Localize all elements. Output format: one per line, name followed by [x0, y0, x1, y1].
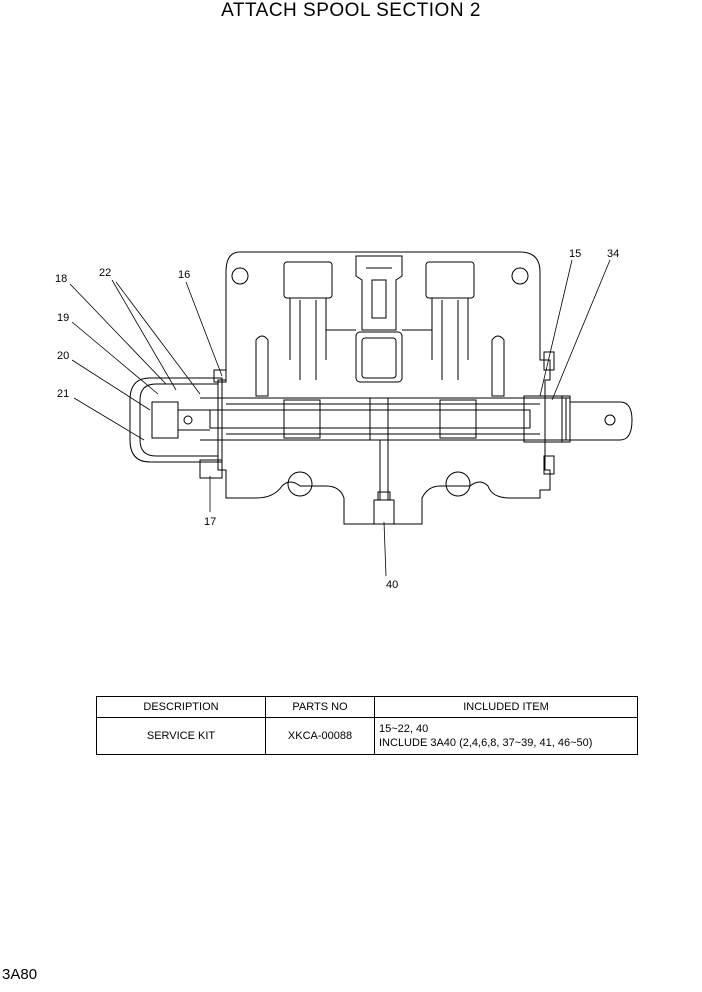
included-line-2: INCLUDE 3A40 (2,4,6,8, 37~39, 41, 46~50): [379, 737, 593, 749]
header-included-item: INCLUDED ITEM: [374, 696, 638, 718]
top-left-cavity: [283, 261, 333, 299]
table-row: SERVICE KIT XKCA-00088 15~22, 40 INCLUDE…: [96, 717, 638, 755]
right-slot: [491, 335, 505, 397]
header-parts-no: PARTS NO: [265, 696, 375, 718]
top-right-cavity: [425, 261, 475, 299]
left-slot: [255, 335, 269, 397]
cell-description: SERVICE KIT: [96, 717, 266, 755]
callout-20: 20: [57, 350, 69, 362]
callout-17: 17: [204, 516, 216, 528]
bottom-right-hole: [445, 471, 471, 497]
cell-included-item: 15~22, 40 INCLUDE 3A40 (2,4,6,8, 37~39, …: [374, 717, 638, 755]
page-title: ATTACH SPOOL SECTION 2: [221, 0, 481, 21]
center-plug: [355, 255, 403, 331]
drain-plug: [373, 499, 395, 525]
callout-40: 40: [386, 579, 398, 591]
valve-body-outline: [217, 251, 551, 525]
included-line-1: 15~22, 40: [379, 723, 429, 735]
callout-18: 18: [55, 273, 67, 285]
callout-15: 15: [569, 248, 581, 260]
right-seal: [523, 395, 571, 443]
service-kit-table: DESCRIPTION PARTS NO INCLUDED ITEM SERVI…: [96, 696, 638, 755]
bottom-left-hole: [287, 471, 313, 497]
callout-34: 34: [607, 248, 619, 260]
spool-eye: [570, 401, 633, 441]
callout-labels: 18 22 16 19 20 21 17 40 15 34: [55, 248, 619, 591]
cell-parts-no: XKCA-00088: [265, 717, 375, 755]
callout-22: 22: [99, 267, 111, 279]
header-description: DESCRIPTION: [96, 696, 266, 718]
callout-19: 19: [57, 312, 69, 324]
left-end-cap: [129, 377, 223, 463]
page-code: 3A80: [2, 966, 38, 983]
callout-16: 16: [178, 269, 190, 281]
table-header-row: DESCRIPTION PARTS NO INCLUDED ITEM: [96, 696, 638, 718]
callout-21: 21: [57, 388, 69, 400]
